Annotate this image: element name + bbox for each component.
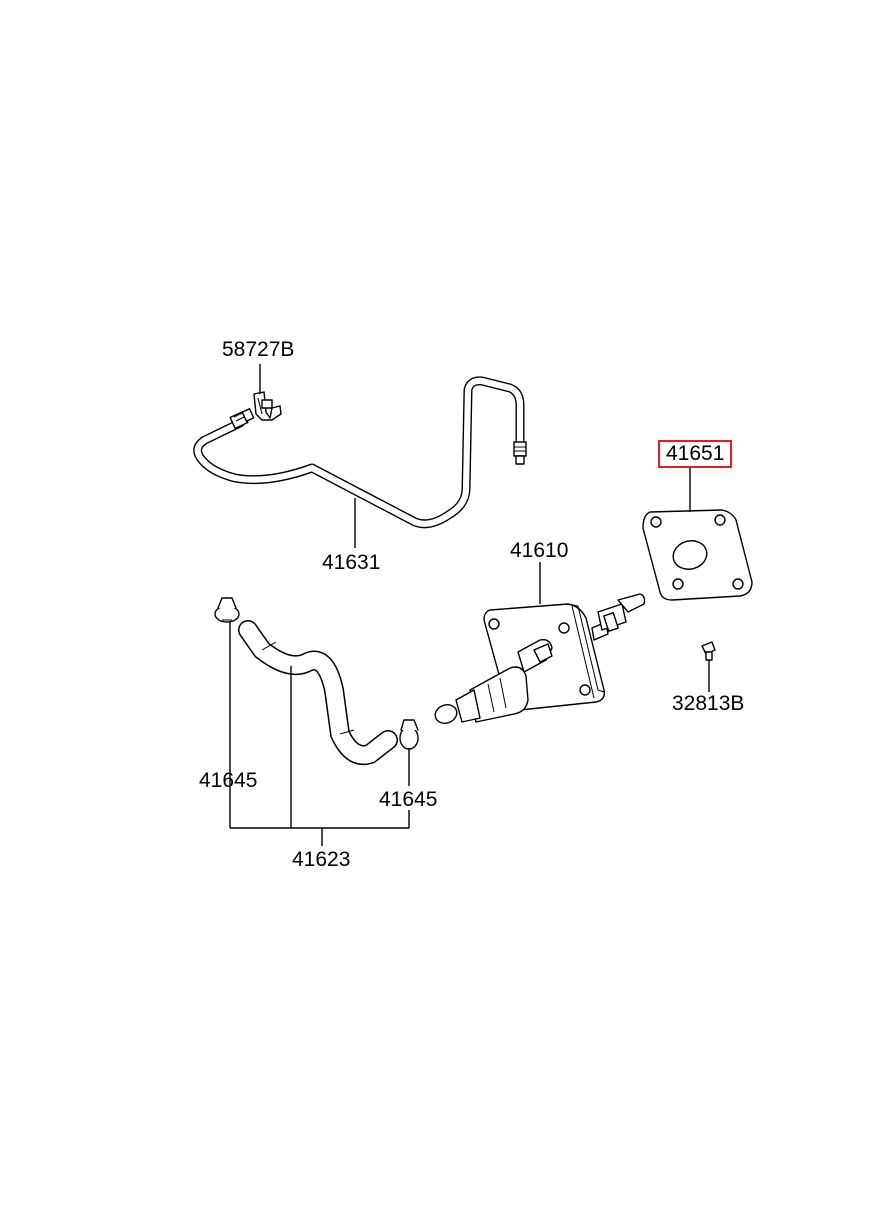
plate-41651[interactable] [642,509,753,601]
leader-lines [229,364,710,846]
label-41651-highlighted[interactable]: 41651 [658,440,733,468]
label-41645-right: 41645 [379,788,438,811]
clamp-left-41645[interactable] [214,597,240,623]
tube-left-fitting [229,408,255,430]
tube-right-fitting [513,441,527,465]
label-58727b: 58727B [222,338,295,361]
label-32813b: 32813B [672,692,745,715]
cylinder-41610[interactable] [433,593,646,726]
clamp-right-41645[interactable] [399,719,419,750]
bolt-32813b[interactable] [701,641,716,661]
label-41645-left: 41645 [199,769,258,792]
label-41631: 41631 [322,551,381,574]
clip-58727b[interactable] [253,391,282,421]
tube-41631[interactable] [193,376,527,529]
hose-41623[interactable] [238,620,398,765]
label-41610: 41610 [510,539,569,562]
label-41623: 41623 [292,848,351,871]
